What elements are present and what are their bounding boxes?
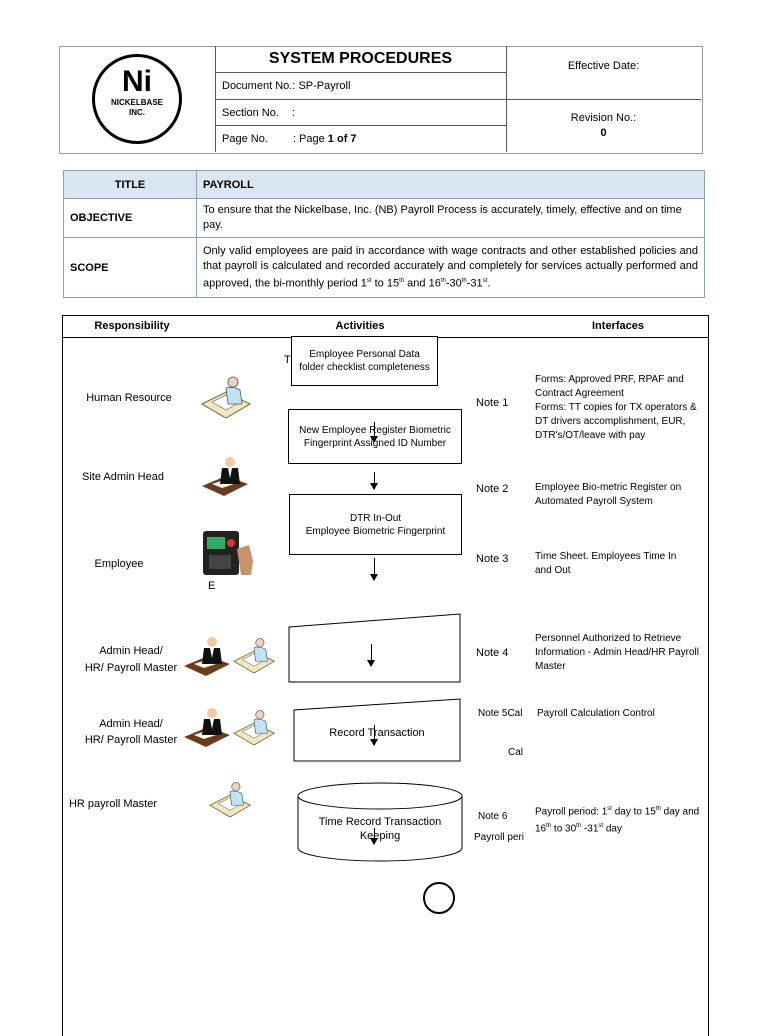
activity-box-3: DTR In-Out Employee Biometric Fingerprin… [289,494,462,555]
interface-2: Employee Bio-metric Register on Automate… [535,482,682,507]
hr-desk-icon [232,710,276,746]
box3-line2: Employee Biometric Fingerprint [305,525,446,537]
page-label: Page No. [222,133,268,145]
note-6: Note 6 [478,811,508,822]
title-label: TITLE [63,170,197,199]
resp-admin-head-1: Admin Head/ HR/ Payroll Master [84,645,178,674]
info-table: TITLE PAYROLL OBJECTIVE To ensure that t… [63,170,705,298]
arrow [370,422,378,443]
effective-date-label: Effective Date: [567,60,640,72]
note-2: Note 2 [476,483,509,495]
note-5-extra: Cal [508,747,524,758]
scope-value: Only valid employees are paid in accorda… [196,237,705,298]
admin-desk-icon [184,708,230,747]
page-title: SYSTEM PROCEDURES [268,50,453,67]
activity-box-6-label: Time Record Transaction Keeping [318,816,442,842]
scope-label: SCOPE [63,237,197,298]
admin-desk-icon [202,457,248,496]
note-5: Note 5Cal [478,708,523,719]
interface-4: Personnel Authorized to Retrieve Informa… [535,633,699,672]
activity-box-5-shape [293,698,461,762]
arrow [370,472,378,490]
interface-5: Payroll Calculation Control [537,708,655,719]
section-label: Section No. [222,107,279,119]
revision-label: Revision No.: [570,112,637,124]
note-6-extra: Payroll peri [474,832,525,843]
biometric-scanner-icon [203,531,253,575]
page-value: 1 of 7 [327,133,357,145]
connector-circle [423,882,455,914]
arrow [370,558,378,581]
title-value: PAYROLL [196,170,705,199]
activity-box-5-label: Record Transaction [329,727,425,739]
activity-box-1: Employee Personal Data folder checklist … [291,336,438,386]
logo-letters: Ni [122,65,152,98]
arrow [370,828,378,845]
header-frame [59,46,703,154]
resp-employee: Employee [94,558,144,570]
resp-admin-head-2: Admin Head/ HR/ Payroll Master [84,718,178,746]
resp-human-resource: Human Resource [86,392,172,404]
resp-site-admin-head: Site Admin Head [82,471,164,483]
interface-3: Time Sheet. Employees Time In and Out [535,551,677,576]
hr-desk-icon [200,376,252,419]
resp-hr-payroll-master: HR payroll Master [68,798,158,810]
col-responsibility: Responsibility [94,320,170,332]
note-3: Note 3 [476,553,509,565]
admin-desk-icon [184,637,230,676]
arrow [370,725,378,746]
document-label: Document No.: [222,80,296,92]
document-value: SP-Payroll [298,80,351,92]
interface-6: Payroll period: 1st day to 15th day and … [535,806,700,835]
box3-line1: DTR In-Out [349,512,402,524]
activity-database [297,782,463,862]
page-value-prefix: : Page [292,133,328,145]
logo-line1: NICKELBASE [110,98,163,107]
stray-e: E [208,580,216,592]
hr-desk-icon [232,638,276,674]
flow-frame [62,315,709,1036]
note-1: Note 1 [476,397,509,409]
section-value: : [291,107,295,119]
company-logo: Ni NICKELBASE INC. [92,54,182,144]
arrow [367,644,375,667]
col-interfaces: Interfaces [592,320,644,332]
col-activities: Activities [335,320,385,332]
logo-line2: INC. [129,108,145,117]
objective-value: To ensure that the Nickelbase, Inc. (NB)… [196,198,705,238]
note-4: Note 4 [476,647,509,659]
interface-1: Forms: Approved PRF, RPAF and Contract A… [535,374,697,441]
revision-value: 0 [600,127,607,139]
objective-label: OBJECTIVE [63,198,197,238]
stray-t: T [284,354,291,366]
activity-box-4 [288,613,461,683]
hr-desk-icon [208,782,252,818]
